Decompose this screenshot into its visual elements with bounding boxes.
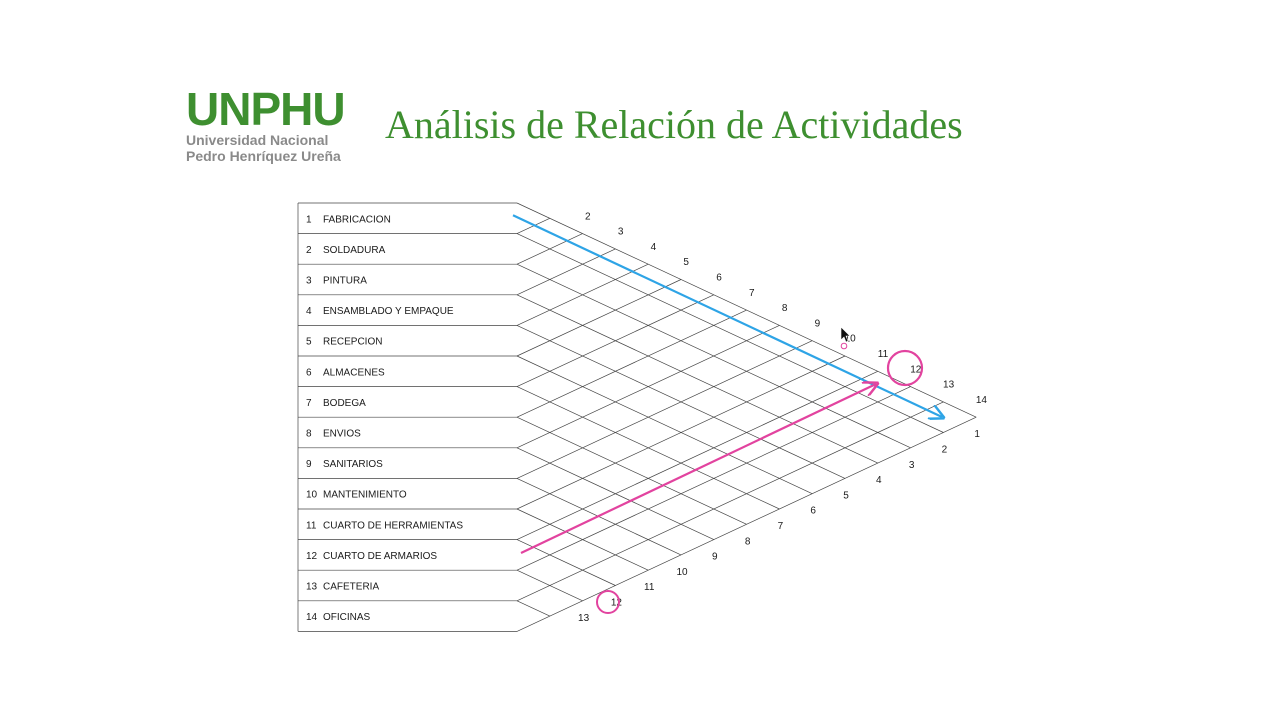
grid-line [516,325,780,449]
mouse-cursor-icon [840,326,851,343]
grid-line [516,386,911,571]
activity-number: 2 [306,245,312,256]
grid-line [516,279,682,357]
activity-number: 4 [306,306,312,317]
logo-line-1: Universidad Nacional [186,132,329,148]
lower-diagonal-label: 7 [778,521,784,532]
grid-line [516,340,813,479]
slide-title: Análisis de Relación de Actividades [385,102,963,147]
grid-line [516,294,878,464]
lower-diagonal-label: 4 [876,475,882,486]
lower-diagonal-label: 6 [810,506,816,517]
activity-name: BODEGA [323,398,366,409]
activity-name: CUARTO DE ARMARIOS [323,551,437,562]
pink-arrow [520,384,876,554]
upper-diagonal-label: 10 [845,334,857,345]
activity-name: FABRICACION [323,214,391,225]
activity-number: 7 [306,398,312,409]
lower-diagonal-label: 5 [843,490,849,501]
upper-diagonal-label: 5 [683,257,689,268]
grid-line [516,355,813,495]
activity-number: 5 [306,337,312,348]
upper-diagonal-label: 13 [943,380,955,391]
grid-line [516,416,747,525]
grid-line [516,416,977,632]
activity-name: RECEPCION [323,337,382,348]
highlight-circle [596,590,620,614]
unphu-logo: UNPHU Universidad Nacional Pedro Henríqu… [186,86,356,164]
activity-number: 9 [306,459,312,470]
activity-name: SOLDADURA [323,245,386,256]
upper-diagonal-label: 9 [815,318,821,329]
lower-diagonal-label: 12 [611,598,623,609]
grid-line [516,233,583,265]
activity-number: 3 [306,276,312,287]
lower-diagonal-label: 2 [942,445,948,456]
activity-number: 8 [306,429,312,440]
activity-list: 1 FABRICACION 2 SOLDADURA 3 PINTURA 4 ENSAMBLAD… [306,214,463,623]
activity-number: 14 [306,612,318,623]
activity-name: CUARTO DE HERRAMIENTAS [323,520,463,531]
lower-diagonal-label: 11 [644,582,655,593]
activity-number: 6 [306,367,312,378]
highlight-annotations [512,214,942,614]
relationship-grid [297,202,977,632]
activity-name: CAFETERIA [323,582,379,593]
upper-diagonal-label: 8 [782,303,788,314]
highlight-circle [886,349,924,387]
lower-diagonal-label: 10 [676,567,688,578]
grid-line [516,600,550,617]
logo-line-2: Pedro Henríquez Ureña [186,148,341,164]
logo-wordmark: UNPHU [186,83,346,135]
pen-dot [840,342,848,350]
activity-number: 12 [306,551,318,562]
activity-number: 13 [306,582,318,593]
activity-name: PINTURA [323,276,367,287]
grid-line [516,370,878,540]
blue-arrow [512,214,942,417]
activity-name: MANTENIMIENTO [323,490,407,501]
lower-diagonal-label: 9 [712,552,718,563]
upper-diagonal-label: 14 [976,395,988,406]
lower-diagonal-label: 1 [974,429,980,440]
activity-name: ALMACENES [323,367,385,378]
activity-number: 10 [306,490,318,501]
activity-name: ENSAMBLADO Y EMPAQUE [323,306,454,317]
grid-line [516,294,714,387]
upper-diagonal-label: 4 [651,242,657,253]
upper-diagonal-label: 2 [585,211,591,222]
upper-diagonal-label: 12 [910,364,922,375]
lower-diagonal-label: 8 [745,536,751,547]
upper-diagonal-label: 6 [716,273,722,284]
grid-line [516,539,616,586]
activity-name: OFICINAS [323,612,371,623]
grid-line [516,355,846,510]
grid-line [516,263,649,326]
activity-name: SANITARIOS [323,459,383,470]
activity-name: ENVIOS [323,429,361,440]
activity-number: 11 [306,520,317,531]
lower-diagonal-label: 3 [909,460,915,471]
grid-line [516,401,944,602]
grid-line [516,309,747,418]
upper-diagonal-label: 7 [749,288,755,299]
lower-diagonal-label: 13 [578,613,590,624]
grid-line [516,233,944,433]
upper-diagonal-label: 11 [878,349,889,360]
activity-number: 1 [306,214,312,225]
cursor-arrow-icon [840,326,851,343]
upper-diagonal-label: 3 [618,227,624,238]
